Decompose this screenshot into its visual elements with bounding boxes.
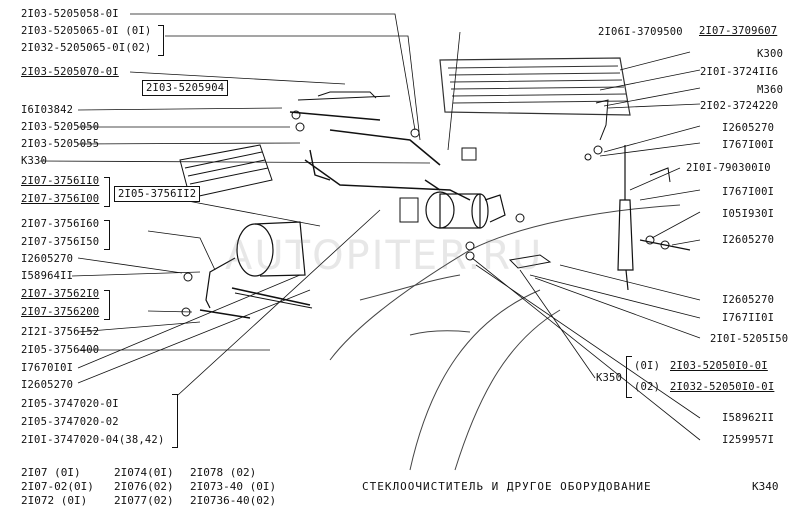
label-left-17: 2I2I-3756I52 (21, 326, 100, 338)
label-left-20: I2605270 (21, 379, 74, 391)
bracket-left-9-10 (104, 177, 110, 207)
label-top-b: 2I07-3709607 (699, 25, 778, 37)
bracket-k350 (626, 356, 632, 398)
label-right-5: I2605270 (722, 122, 775, 134)
label-right-11: I2605270 (722, 294, 775, 306)
label-top-a: 2I06I-3709500 (598, 26, 683, 38)
watermark: AUTOPITER.RU (225, 233, 544, 279)
label-left-18: 2I05-3756400 (21, 344, 100, 356)
footer-model-8: 2I073-40 (0I) (190, 480, 277, 493)
label-left-23: 2I0I-3747020-04(38,42) (21, 434, 165, 446)
label-left-4: 2I03-5205070-0I (21, 66, 119, 78)
footer-model-1: 2I07 (0I) (21, 466, 81, 479)
footer-title: СТЕКЛООЧИСТИТЕЛЬ И ДРУГОЕ ОБОРУДОВАНИЕ (362, 480, 652, 493)
label-right-10: I2605270 (722, 234, 775, 246)
footer-model-9: 2I0736-40(02) (190, 494, 277, 507)
label-left-14: I58964II (21, 270, 74, 282)
footer-model-4: 2I074(0I) (114, 466, 174, 479)
reservoir (179, 144, 273, 199)
label-k350-opt2-part: 2I032-52050I0-0I (670, 381, 775, 393)
label-blade-pair: 2I03-5205904 (142, 80, 229, 96)
label-left-16: 2I07-3756200 (21, 306, 100, 318)
label-left-2: 2I03-5205065-0I (0I) (21, 25, 152, 37)
label-left-11: 2I07-3756I60 (21, 218, 100, 230)
label-right-12: I767II0I (722, 312, 775, 324)
footer-model-5: 2I076(02) (114, 480, 174, 493)
label-left-6: 2I03-5205050 (21, 121, 100, 133)
label-k350-opt2-tag: (02) (634, 381, 661, 393)
label-left-22: 2I05-3747020-02 (21, 416, 119, 428)
label-left-12: 2I07-3756I50 (21, 236, 100, 248)
bracket-left-15-16 (104, 290, 110, 320)
footer-model-3: 2I072 (0I) (21, 494, 88, 507)
wiper-arms (199, 91, 441, 319)
label-bottom-right-1: I58962II (722, 412, 775, 424)
label-left-3: 2I032-5205065-0I(02) (21, 42, 152, 54)
label-left-10: 2I07-3756I00 (21, 193, 100, 205)
bracket-left-21-23 (172, 394, 178, 448)
label-right-4: 2I02-3724220 (700, 100, 779, 112)
label-right-7: 2I0I-790300I0 (686, 162, 771, 174)
label-motor-bracket: 2I05-3756II2 (114, 186, 201, 202)
label-left-9: 2I07-3756II0 (21, 175, 100, 187)
label-left-7: 2I03-5205055 (21, 138, 100, 150)
label-right-9: I05I930I (722, 208, 775, 220)
label-left-19: I7670I0I (21, 362, 74, 374)
label-right-13: 2I0I-5205I50 (710, 333, 789, 345)
bracket-left-2-3 (158, 25, 164, 56)
label-right-6: I767I00I (722, 139, 775, 151)
label-left-21: 2I05-3747020-0I (21, 398, 119, 410)
rear-window-heater (439, 57, 631, 116)
footer-model-7: 2I078 (02) (190, 466, 257, 479)
footer-model-6: 2I077(02) (114, 494, 174, 507)
label-bottom-right-2: I259957I (722, 434, 775, 446)
footer-model-2: 2I07-02(0I) (21, 480, 94, 493)
label-k350-opt1-tag: (0I) (634, 360, 661, 372)
wiper-linkage (304, 149, 471, 201)
label-right-8: I767I00I (722, 186, 775, 198)
label-left-8: K330 (21, 155, 48, 167)
leader-lines (39, 13, 701, 441)
label-k350: K350 (596, 372, 623, 384)
wiper-motor (205, 191, 506, 309)
bracket-left-11-12 (104, 220, 110, 250)
label-right-1: K300 (757, 48, 784, 60)
label-k350-opt1-part: 2I03-52050I0-0I (670, 360, 768, 372)
label-right-2: 2I0I-3724II6 (700, 66, 779, 78)
label-left-1: 2I03-5205058-0I (21, 8, 119, 20)
label-left-5: I6I03842 (21, 104, 74, 116)
label-left-13: I2605270 (21, 253, 74, 265)
label-left-15: 2I07-37562I0 (21, 288, 100, 300)
page-code: K340 (752, 480, 779, 493)
label-right-3: M360 (757, 84, 784, 96)
antenna (617, 145, 691, 291)
